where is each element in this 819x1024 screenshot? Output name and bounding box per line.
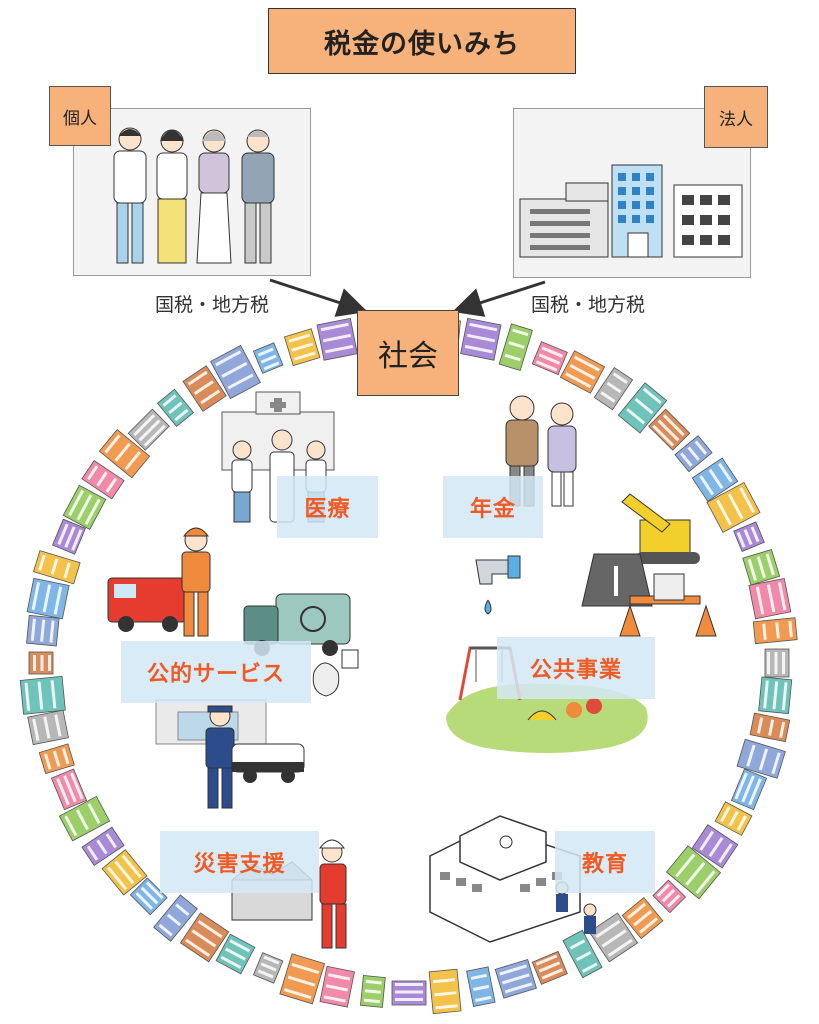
town-building-icon	[752, 617, 798, 645]
town-building-icon	[691, 457, 739, 502]
town-building-icon	[81, 459, 125, 500]
category-public-works: 公共事業	[497, 637, 655, 699]
town-building-icon	[27, 709, 69, 746]
town-building-icon	[428, 968, 462, 1015]
town-building-icon	[360, 974, 386, 1008]
person-icon	[196, 129, 232, 264]
barrier-icon	[619, 573, 717, 637]
town-building-icon	[215, 933, 256, 975]
page-title: 税金の使いみち	[268, 8, 576, 74]
category-education: 教育	[555, 831, 655, 893]
town-building-icon	[252, 342, 284, 374]
individual-label: 個人	[49, 86, 111, 146]
town-building-icon	[127, 408, 170, 451]
town-building-icon	[665, 845, 722, 900]
town-building-icon	[26, 577, 70, 620]
town-building-icon	[749, 712, 791, 743]
individual-panel	[73, 108, 311, 276]
town-building-icon	[733, 521, 765, 552]
town-building-icon	[179, 912, 230, 963]
excavator-icon	[621, 493, 700, 564]
arrow-left	[269, 278, 368, 317]
town-building-icon	[319, 965, 355, 1008]
town-building-icon	[691, 824, 739, 869]
town-building-icon	[531, 341, 568, 376]
town-building-icon	[252, 952, 284, 984]
town-building-icon	[742, 548, 781, 586]
town-building-icon	[736, 738, 786, 779]
town-building-icon	[81, 826, 125, 866]
town-building-icon	[101, 849, 148, 896]
police-officer-icon	[205, 705, 235, 809]
town-building-icon	[156, 388, 195, 428]
town-building-icon	[674, 435, 713, 473]
firefighter-icon	[181, 527, 211, 637]
town-building-icon	[498, 323, 533, 371]
corporation-label: 法人	[704, 86, 768, 148]
town-building-icon	[593, 366, 634, 411]
category-public-services: 公的サービス	[121, 641, 311, 703]
town-building-icon	[26, 614, 60, 647]
person-icon	[156, 129, 188, 264]
town-building-icon	[210, 344, 261, 400]
town-building-icon	[748, 577, 792, 620]
arrow-right	[452, 280, 546, 317]
town-building-icon	[316, 317, 358, 361]
town-building-icon	[62, 484, 107, 531]
town-building-icon	[764, 648, 790, 678]
tax-label-right: 国税・地方税	[531, 294, 646, 316]
building-icon	[519, 182, 609, 258]
person-icon	[113, 127, 147, 264]
town-building-icon	[182, 365, 227, 412]
category-disaster-support: 災害支援	[160, 831, 319, 893]
category-medical: 医療	[277, 476, 378, 538]
town-building-icon	[648, 408, 691, 451]
town-building-icon	[52, 518, 86, 555]
town-building-icon	[153, 894, 198, 942]
town-building-icon	[531, 950, 568, 985]
rescue-worker-icon	[318, 839, 347, 949]
school-icon	[429, 815, 581, 943]
town-building-icon	[391, 980, 427, 1006]
town-building-icon	[283, 328, 321, 367]
town-building-icon	[466, 966, 496, 1007]
town-building-icon	[460, 317, 502, 361]
town-building-icon	[129, 877, 168, 916]
building-icon	[611, 164, 663, 258]
town-building-icon	[33, 550, 81, 585]
society-label: 社会	[357, 310, 459, 396]
town-building-icon	[58, 795, 111, 842]
town-building-icon	[588, 912, 639, 963]
family-illustration	[113, 127, 275, 264]
town-building-icon	[621, 897, 664, 940]
town-building-icon	[28, 651, 54, 675]
town-building-icon	[730, 768, 768, 811]
buildings-illustration	[519, 164, 743, 258]
road-icon	[581, 553, 653, 607]
town-building-icon	[562, 929, 603, 979]
faucet-icon	[475, 555, 521, 615]
police-car-icon	[231, 743, 305, 783]
town-building-icon	[617, 382, 668, 434]
town-building-icon	[50, 768, 88, 811]
tax-label-left: 国税・地方税	[155, 294, 270, 316]
town-building-icon	[714, 801, 753, 836]
building-icon	[673, 184, 743, 258]
town-building-icon	[494, 959, 537, 999]
category-pension: 年金	[443, 476, 543, 538]
town-building-icon	[559, 350, 606, 394]
town-building-icon	[38, 743, 75, 775]
town-building-icon	[19, 675, 66, 715]
trash-bag-icon	[312, 649, 359, 697]
fire-truck-icon	[107, 577, 187, 632]
town-building-icon	[652, 879, 687, 914]
town-building-icon	[98, 428, 151, 479]
town-building-icon	[279, 953, 326, 1005]
town-building-icon	[758, 676, 793, 715]
town-building-icon	[706, 481, 761, 533]
person-icon	[241, 129, 275, 264]
